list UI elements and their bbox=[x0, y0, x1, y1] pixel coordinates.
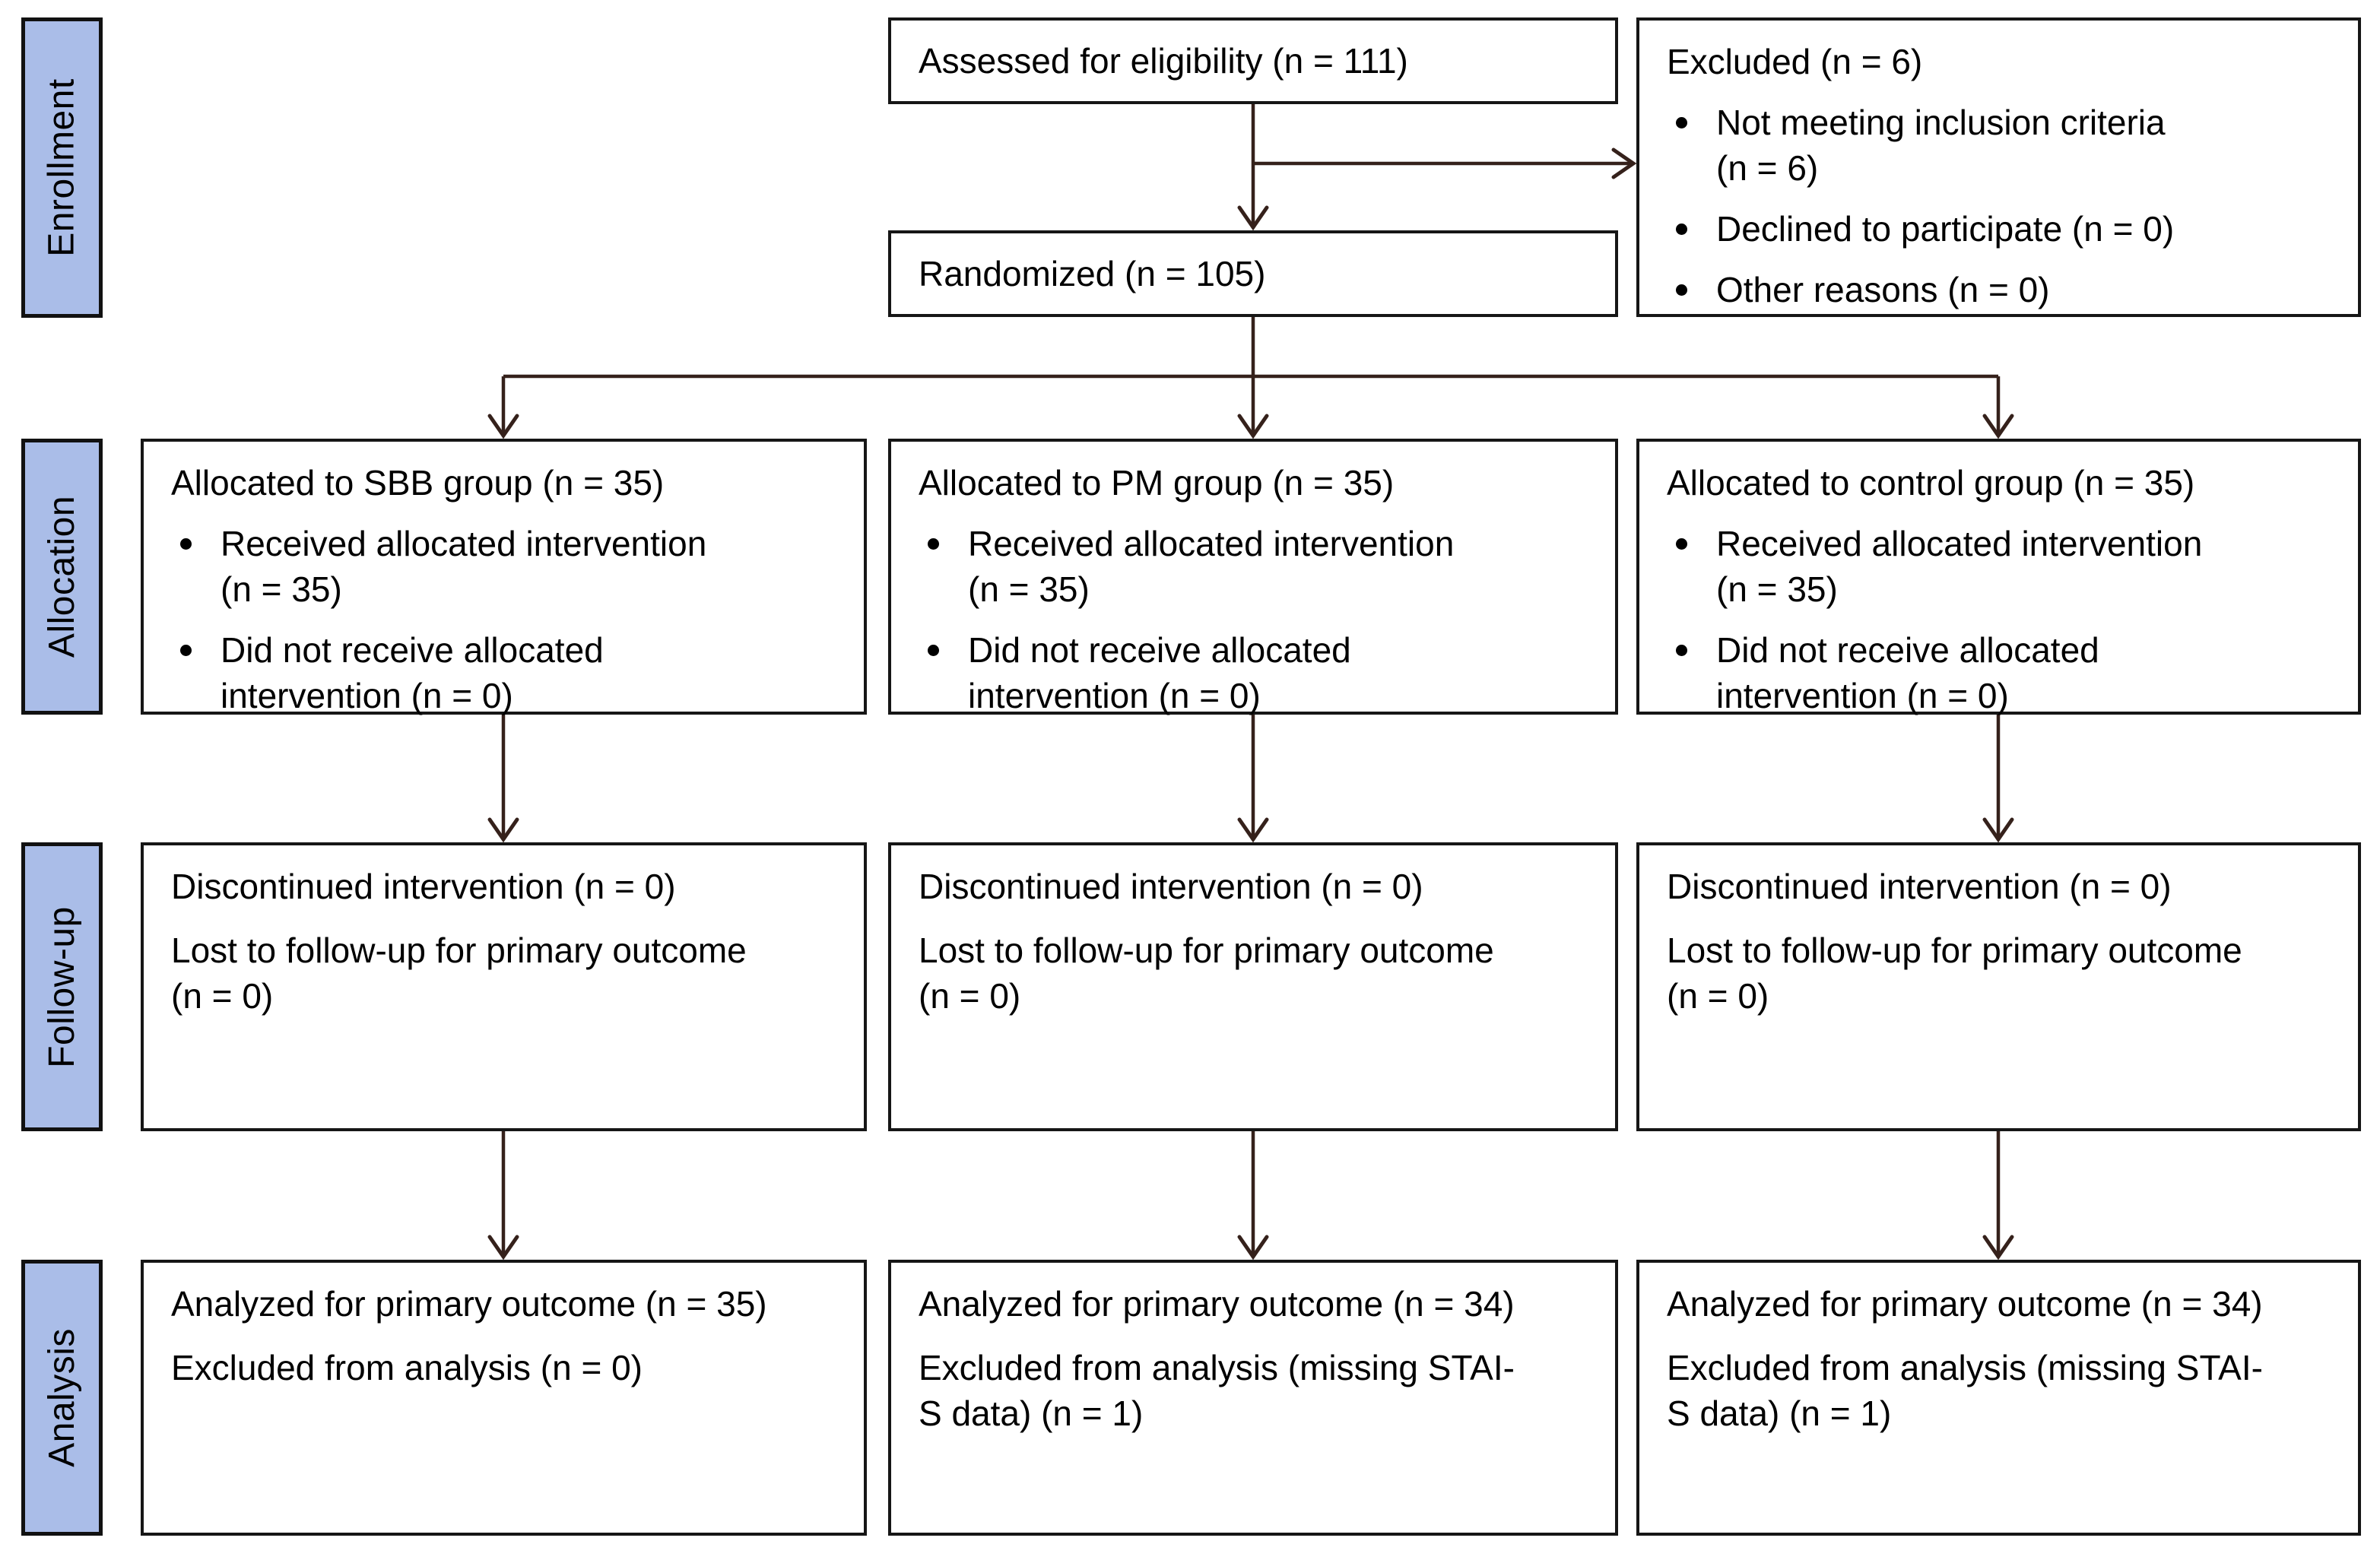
analysis-line: Excluded from analysis (n = 0) bbox=[171, 1348, 643, 1387]
arrow-assessed-to-excluded bbox=[1253, 147, 1637, 179]
bullet-dot-icon bbox=[928, 645, 939, 656]
arrow-assessed-to-randomized bbox=[1237, 104, 1269, 231]
allocation-title: Allocated to SBB group (n = 35) bbox=[171, 463, 665, 503]
bullet-text: Declined to participate (n = 0) bbox=[1716, 209, 2175, 249]
followup-line: Discontinued intervention (n = 0) bbox=[919, 867, 1423, 906]
bullet-dot-icon bbox=[180, 645, 192, 656]
stage-label-analysis-text: Analysis bbox=[42, 1328, 83, 1467]
analysis-line: Excluded from analysis (missing STAI-S d… bbox=[1667, 1348, 2263, 1433]
analysis-line: Analyzed for primary outcome (n = 34) bbox=[1667, 1284, 2263, 1324]
box-randomized: Randomized (n = 105) bbox=[888, 230, 1618, 317]
bullet-text: Not meeting inclusion criteria (n = 6) bbox=[1716, 103, 2166, 188]
stage-label-enrollment-text: Enrollment bbox=[42, 78, 82, 257]
bullet-dot-icon bbox=[1676, 117, 1687, 128]
list-item: Not meeting inclusion criteria (n = 6) bbox=[1667, 100, 2335, 191]
excluded-title: Excluded (n = 6) bbox=[1667, 42, 1923, 81]
followup-line: Discontinued intervention (n = 0) bbox=[1667, 867, 2172, 906]
stage-label-followup: Follow-up bbox=[21, 842, 103, 1131]
box-assessed-for-eligibility: Assessed for eligibility (n = 111) bbox=[888, 17, 1618, 104]
box-excluded: Excluded (n = 6) Not meeting inclusion c… bbox=[1636, 17, 2361, 317]
stage-label-followup-text: Follow-up bbox=[42, 905, 83, 1068]
bullet-text: Did not receive allocated intervention (… bbox=[968, 630, 1351, 715]
bullet-dot-icon bbox=[1676, 645, 1687, 656]
bullet-dot-icon bbox=[180, 538, 192, 550]
box-followup-sbb: Discontinued intervention (n = 0) Lost t… bbox=[141, 842, 867, 1131]
bullet-dot-icon bbox=[1676, 538, 1687, 550]
box-followup-control: Discontinued intervention (n = 0) Lost t… bbox=[1636, 842, 2361, 1131]
bullet-dot-icon bbox=[1676, 224, 1687, 235]
analysis-line: Analyzed for primary outcome (n = 34) bbox=[919, 1284, 1515, 1324]
stage-label-enrollment: Enrollment bbox=[21, 17, 103, 318]
followup-line: Lost to follow-up for primary outcome (n… bbox=[919, 931, 1494, 1016]
arrows-allocation-to-followup bbox=[487, 715, 2014, 843]
allocation-list: Received allocated intervention (n = 35)… bbox=[1667, 521, 2335, 718]
bullet-text: Did not receive allocated intervention (… bbox=[221, 630, 604, 715]
box-allocation-control: Allocated to control group (n = 35) Rece… bbox=[1636, 439, 2361, 715]
stage-label-analysis: Analysis bbox=[21, 1260, 103, 1536]
bullet-text: Received allocated intervention (n = 35) bbox=[968, 524, 1455, 609]
bullet-text: Received allocated intervention (n = 35) bbox=[1716, 524, 2203, 609]
analysis-line: Excluded from analysis (missing STAI-S d… bbox=[919, 1348, 1515, 1433]
bullet-text: Received allocated intervention (n = 35) bbox=[221, 524, 707, 609]
arrow-randomized-branch bbox=[487, 317, 2014, 439]
box-followup-pm: Discontinued intervention (n = 0) Lost t… bbox=[888, 842, 1618, 1131]
bullet-dot-icon bbox=[928, 538, 939, 550]
assessed-text: Assessed for eligibility (n = 111) bbox=[919, 41, 1408, 81]
stage-label-allocation: Allocation bbox=[21, 439, 103, 715]
box-analysis-pm: Analyzed for primary outcome (n = 34) Ex… bbox=[888, 1260, 1618, 1536]
followup-line: Lost to follow-up for primary outcome (n… bbox=[171, 931, 747, 1016]
allocation-title: Allocated to control group (n = 35) bbox=[1667, 463, 2195, 503]
allocation-list: Received allocated intervention (n = 35)… bbox=[919, 521, 1592, 718]
stage-label-allocation-text: Allocation bbox=[42, 495, 82, 658]
followup-line: Discontinued intervention (n = 0) bbox=[171, 867, 676, 906]
list-item: Did not receive allocated intervention (… bbox=[919, 627, 1592, 718]
followup-line: Lost to follow-up for primary outcome (n… bbox=[1667, 931, 2242, 1016]
box-allocation-sbb: Allocated to SBB group (n = 35) Received… bbox=[141, 439, 867, 715]
list-item: Received allocated intervention (n = 35) bbox=[171, 521, 841, 612]
list-item: Received allocated intervention (n = 35) bbox=[1667, 521, 2335, 612]
list-item: Declined to participate (n = 0) bbox=[1667, 206, 2335, 252]
list-item: Received allocated intervention (n = 35) bbox=[919, 521, 1592, 612]
bullet-text: Did not receive allocated intervention (… bbox=[1716, 630, 2099, 715]
allocation-list: Received allocated intervention (n = 35)… bbox=[171, 521, 841, 718]
box-analysis-sbb: Analyzed for primary outcome (n = 35) Ex… bbox=[141, 1260, 867, 1536]
analysis-line: Analyzed for primary outcome (n = 35) bbox=[171, 1284, 767, 1324]
randomized-text: Randomized (n = 105) bbox=[919, 254, 1266, 293]
list-item: Did not receive allocated intervention (… bbox=[171, 627, 841, 718]
list-item: Other reasons (n = 0) bbox=[1667, 267, 2335, 312]
bullet-dot-icon bbox=[1676, 284, 1687, 296]
list-item: Did not receive allocated intervention (… bbox=[1667, 627, 2335, 718]
box-allocation-pm: Allocated to PM group (n = 35) Received … bbox=[888, 439, 1618, 715]
bullet-text: Other reasons (n = 0) bbox=[1716, 270, 2050, 309]
arrows-followup-to-analysis bbox=[487, 1131, 2014, 1260]
allocation-title: Allocated to PM group (n = 35) bbox=[919, 463, 1395, 503]
excluded-list: Not meeting inclusion criteria (n = 6) D… bbox=[1667, 100, 2335, 312]
box-analysis-control: Analyzed for primary outcome (n = 34) Ex… bbox=[1636, 1260, 2361, 1536]
